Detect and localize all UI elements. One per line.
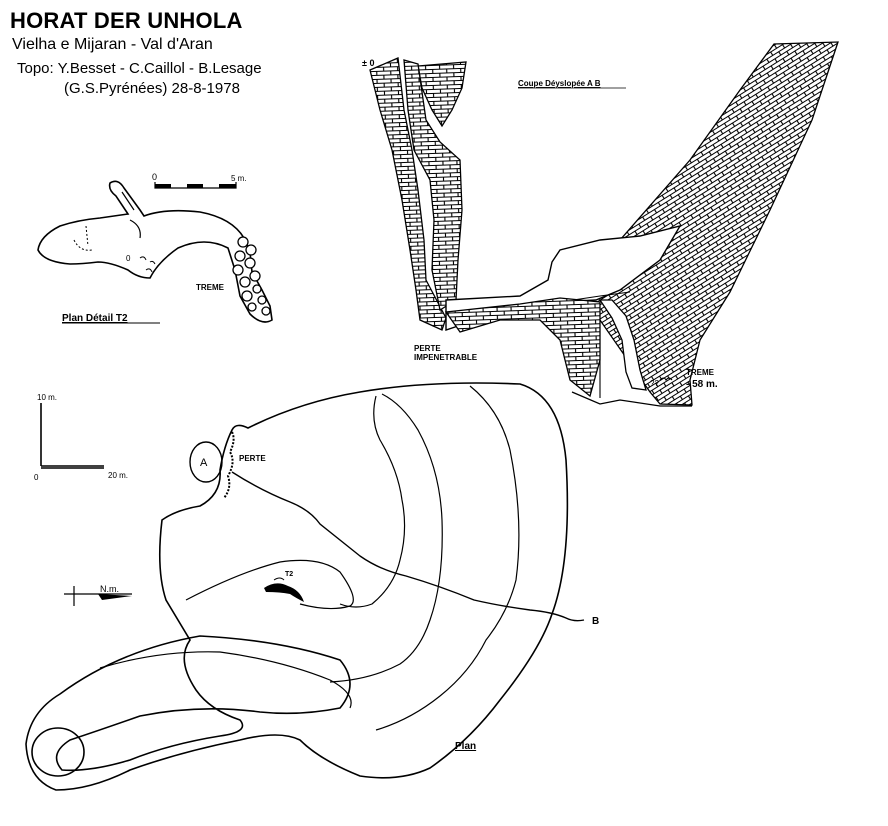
detail-passage-outline [37,180,273,323]
plan-outer-outline [25,382,569,791]
section-caption: Coupe Déyslopée A B [518,79,601,88]
point-a-label: A [200,457,208,469]
main-plan: 10 m. 0 20 m. N.m. A B PERTE T [25,382,599,791]
section-top-marker: ± 0 [362,58,374,68]
detail-depth-marker: 0 [126,254,131,263]
detail-plan-caption: Plan Détail T2 [62,313,128,324]
detail-scale-end: 5 m. [231,174,247,183]
point-b-label: B [592,616,599,627]
detail-treme-label: TREME [196,283,225,292]
section-center-pillar [417,61,467,128]
point-a-circle [189,441,223,483]
location-subtitle: Vielha e Mijaran - Val d'Aran [12,36,213,53]
section-impenetrable-label: IMPENETRABLE [414,353,478,362]
north-label: N.m. [100,584,119,594]
main-scale-bar: 10 m. 0 20 m. [34,393,128,482]
survey-credits: Topo: Y.Besset - C.Caillol - B.Lesage [17,60,262,77]
section-depth-label: - 58 m. [686,379,718,390]
plan-perte-label: PERTE [239,454,266,463]
svg-text:??: ?? [650,379,659,388]
section-slope [558,41,839,406]
main-scale-vertical: 10 m. [37,393,57,402]
detail-scale-zero: 0 [152,172,157,182]
cave-section: ± 0 Coupe Déyslopée A B PERTE IMPENETRAB… [362,41,839,407]
survey-line-ab [231,471,585,622]
main-scale-horizontal: 20 m. [108,471,128,480]
plan-contour-2 [339,395,406,608]
plan-terminal-chamber [31,727,85,777]
section-treme-label: TREME [686,368,715,377]
t2-label: T2 [285,571,293,578]
section-left-wall [369,57,447,331]
plan-contour-3 [329,393,443,683]
detail-boulders [232,236,271,316]
main-scale-zero: 0 [34,473,39,482]
detail-plan-t2: 0 5 m. 0 TREME Plan Détail T2 [37,172,273,324]
t2-feature [264,583,304,602]
section-floor [444,297,601,398]
section-perte-label: PERTE [414,344,441,353]
plan-contour-4 [375,385,520,731]
plan-caption: Plan [455,741,476,752]
plan-contour-1 [185,559,354,610]
north-arrow: N.m. [64,584,132,606]
detail-scale-bar: 0 5 m. [152,172,247,189]
map-title: HORAT DER UNHOLA [10,8,243,33]
plan-contour-5 [99,651,352,709]
club-and-date: (G.S.Pyrénées) 28-8-1978 [64,80,240,97]
section-lower-passage [598,299,647,391]
